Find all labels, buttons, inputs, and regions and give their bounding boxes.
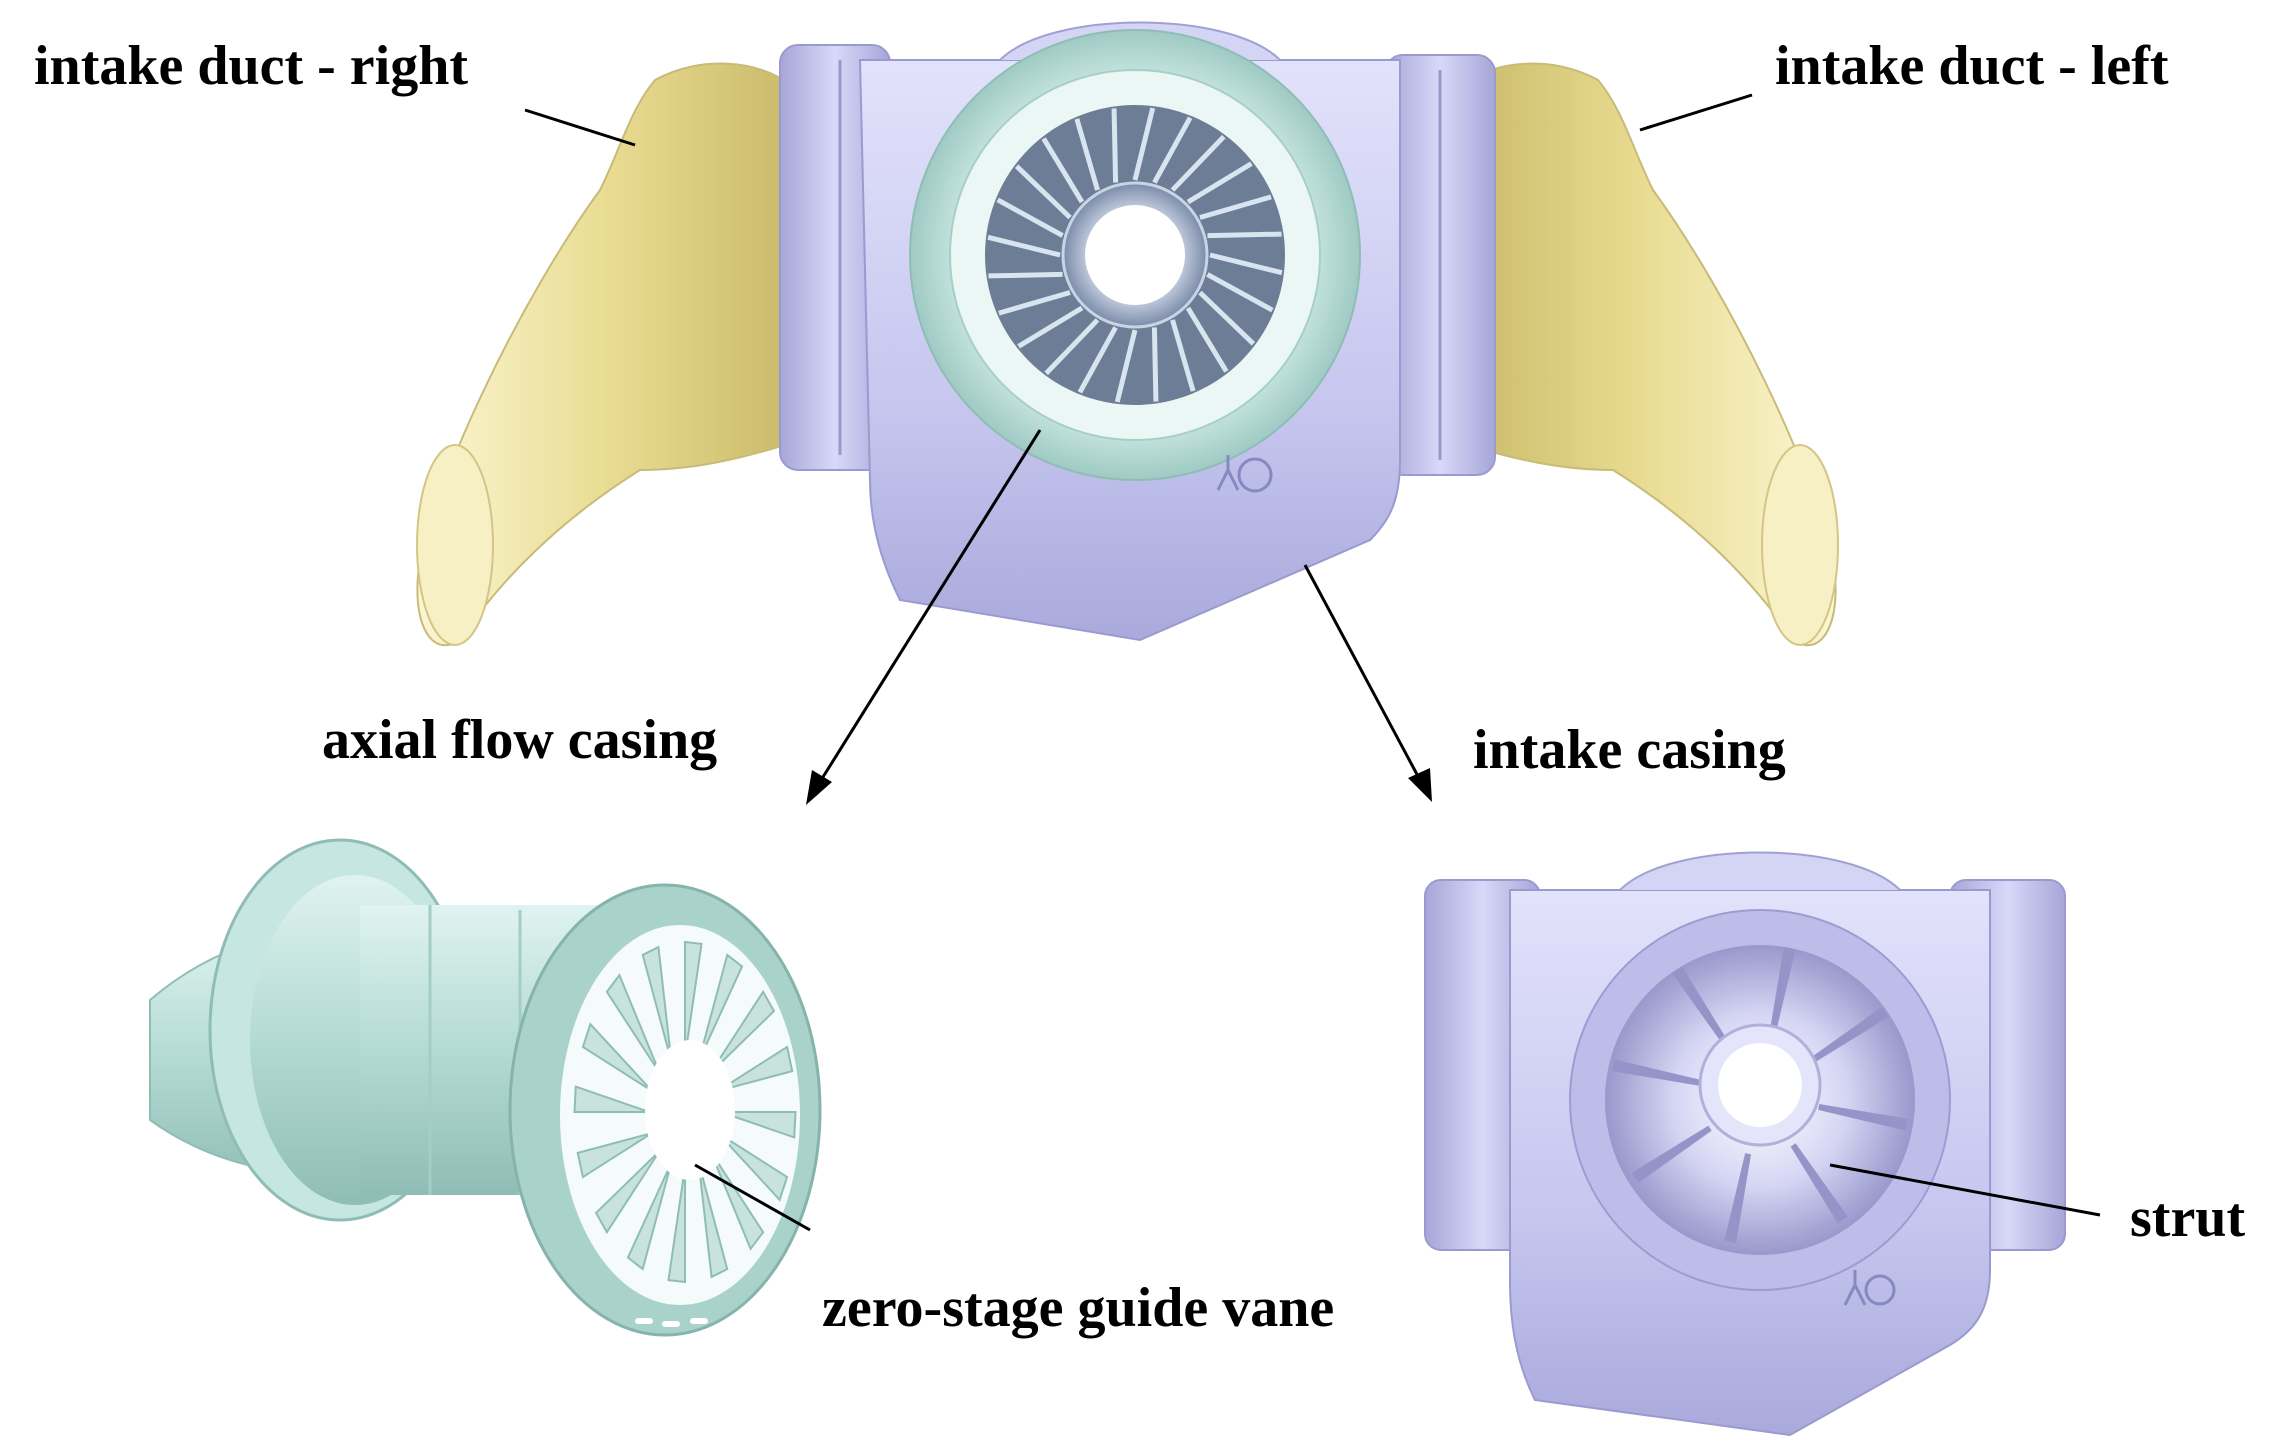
label-intake-duct-right: intake duct - right [34,35,468,97]
top-assembly [416,21,1839,647]
strut-vane [1724,1153,1752,1244]
label-intake-casing: intake casing [1473,719,1786,781]
fan-blade [1170,134,1226,192]
strut-vane [1672,966,1730,1047]
fan-blade [1151,327,1159,402]
leader-intake-duct-left [1639,93,1753,132]
label-axial-flow-casing: axial flow casing [322,709,718,771]
guide-vane-blade [573,1085,650,1113]
guide-vane-blade [697,953,744,1062]
strut-vane [1790,1143,1848,1224]
fan-blade [1074,118,1100,191]
fan-blade [1044,318,1100,376]
fan-blade [998,290,1071,316]
guide-vane-blade [605,973,661,1074]
fan-blade [1185,306,1229,373]
fan-blade [1111,108,1119,183]
fan-blade [1114,329,1138,403]
guide-vane-blade [581,1022,653,1092]
fan-blade [1152,116,1193,184]
intake-casing-illustration [1424,851,2066,1437]
duct-right-outlet [416,444,494,646]
leader-strut [1829,1163,2101,1217]
fan-blade [987,234,1061,258]
strut-vane [1631,1125,1712,1183]
duct-left-outlet [1761,444,1839,646]
guide-vane-blade [684,940,703,1058]
leader-intake-duct-right [524,108,636,147]
strut-vane [1818,1103,1909,1131]
fan-blade [1132,107,1156,181]
guide-vane-blade [594,1150,661,1235]
fan-blade [988,271,1063,279]
leader-zero-stage-guide-vane [694,1163,811,1232]
guide-vane-blade [626,1162,673,1271]
axial-flow-casing-illustration [149,838,822,1337]
arrow-axial-flow-casing [816,429,1042,786]
fan-blade [996,197,1064,238]
guide-vane-blade [717,1132,789,1202]
casing-emblem [1216,455,1273,493]
strut-vane [1808,1007,1889,1065]
fan-blade [1017,305,1084,349]
guide-vane-blade [709,1150,765,1251]
fan-blade [1207,231,1282,239]
fan-blade [1041,137,1085,204]
label-zero-stage-guide-vane: zero-stage guide vane [822,1277,1335,1339]
fan-blade [1170,319,1196,392]
leader-lines [524,93,2101,1232]
label-intake-duct-left: intake duct - left [1775,35,2169,97]
strut-vane [1768,946,1796,1037]
guide-vane-blade [576,1132,653,1179]
arrow-heads [806,768,1432,805]
guide-vane-blade [641,945,673,1062]
arrow-intake-casing [1303,564,1422,781]
fan-blade [1198,290,1256,346]
fan-blade [1206,272,1274,313]
fan-blade [1199,194,1272,220]
guide-vane-blade [709,989,776,1074]
guide-vane-blade [720,1111,797,1139]
guide-vane-blade [717,1045,794,1092]
strut-vane [1611,1059,1702,1087]
fan-blade [1014,164,1072,220]
label-strut: strut [2130,1187,2246,1249]
fan-blade [1077,326,1118,394]
guide-vane-blade [697,1162,729,1279]
fan-blade [1186,161,1253,205]
fan-blade [1209,252,1283,276]
guide-vane-blade [667,1166,686,1284]
